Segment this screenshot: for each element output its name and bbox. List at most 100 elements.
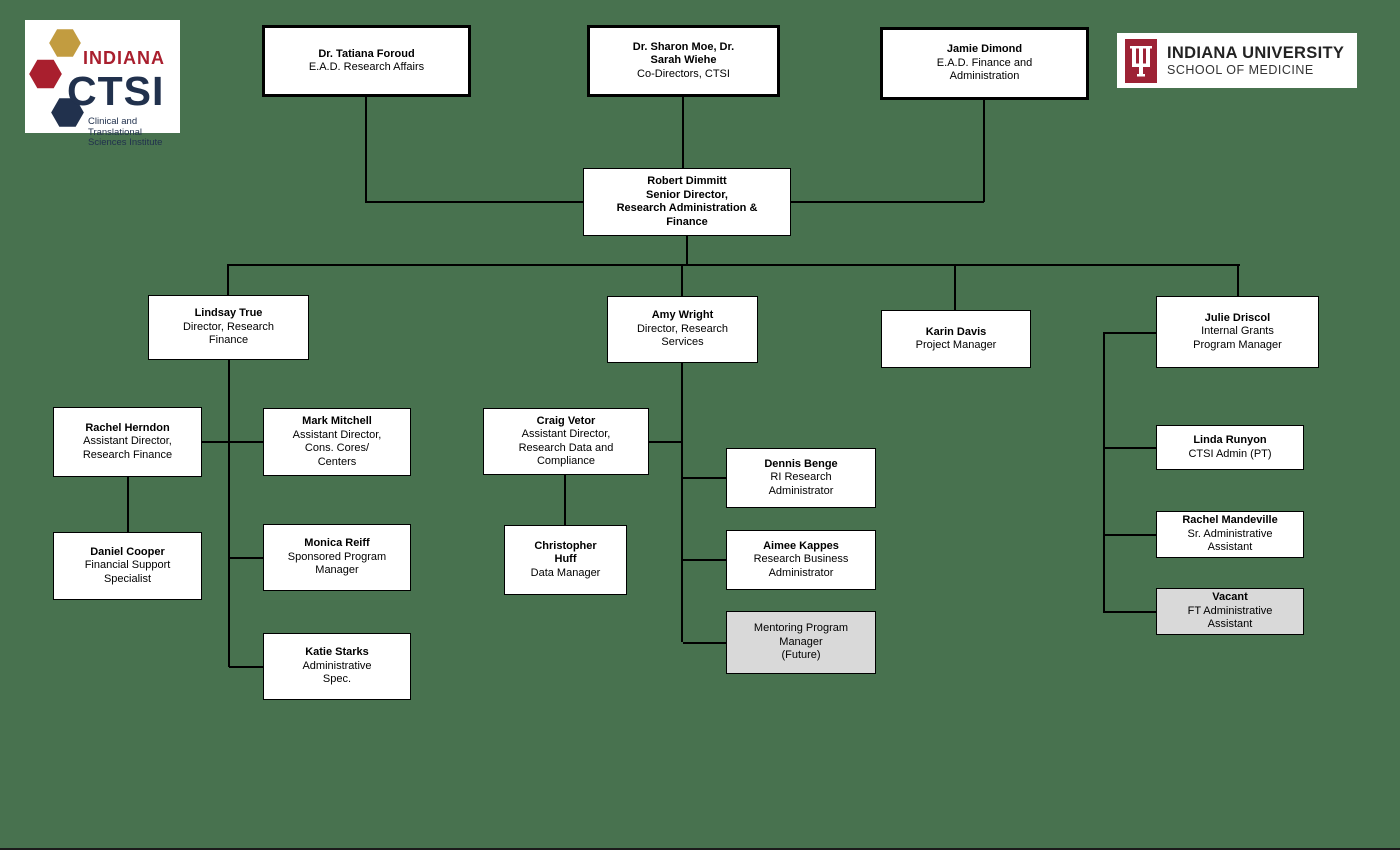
person-name: Linda Runyon	[1193, 434, 1267, 446]
connector-line	[686, 236, 688, 266]
person-name: Lindsay True	[194, 307, 263, 320]
org-node-reiff: Monica Reiff Sponsored Program Manager	[263, 524, 411, 591]
person-title: Project Manager	[915, 339, 997, 351]
person-name: Rachel Herndon	[85, 421, 170, 434]
iu-trident-icon	[1125, 39, 1157, 83]
org-node-mentoring-future: Mentoring Program Manager (Future)	[726, 611, 876, 674]
org-node-true: Lindsay True Director, Research Finance	[148, 295, 309, 360]
connector-line	[983, 100, 985, 202]
connector-line	[127, 477, 129, 532]
connector-line	[791, 201, 984, 203]
connector-line	[683, 642, 726, 644]
person-title: Senior Director, Research Administration…	[616, 188, 758, 228]
person-name: Dr. Tatiana Foroud	[318, 47, 415, 60]
org-node-cooper: Daniel Cooper Financial Support Speciali…	[53, 532, 202, 600]
org-node-dimond: Jamie Dimond E.A.D. Finance and Administ…	[880, 27, 1089, 100]
person-name: Christopher Huff	[534, 539, 597, 566]
connector-line	[229, 666, 263, 668]
connector-line	[229, 557, 263, 559]
connector-line	[1103, 332, 1156, 334]
org-node-mitchell: Mark Mitchell Assistant Director, Cons. …	[263, 408, 411, 476]
person-title: Sponsored Program Manager	[287, 550, 387, 577]
org-node-dimmitt: Robert Dimmitt Senior Director, Research…	[583, 168, 791, 236]
org-node-huff: Christopher Huff Data Manager	[504, 525, 627, 595]
connector-line	[227, 264, 229, 295]
ctsi-hexagons-icon	[26, 27, 87, 129]
org-node-driscol: Julie Driscol Internal Grants Program Ma…	[1156, 296, 1319, 368]
org-node-vetor: Craig Vetor Assistant Director, Research…	[483, 408, 649, 475]
person-title: E.A.D. Research Affairs	[308, 61, 425, 73]
org-node-mandeville: Rachel Mandeville Sr. Administrative Ass…	[1156, 511, 1304, 558]
connector-line	[202, 441, 263, 443]
person-title: Assistant Director, Research Finance	[82, 435, 173, 461]
connector-line	[1237, 264, 1239, 296]
org-node-moe-wiehe: Dr. Sharon Moe, Dr. Sarah Wiehe Co-Direc…	[587, 25, 780, 97]
connector-line	[564, 475, 566, 525]
org-node-foroud: Dr. Tatiana Foroud E.A.D. Research Affai…	[262, 25, 471, 97]
connector-line	[681, 363, 683, 642]
person-title: Assistant Director, Research Data and Co…	[518, 428, 614, 467]
person-name: Dennis Benge	[764, 457, 838, 470]
connector-line	[228, 360, 230, 667]
org-node-davis: Karin Davis Project Manager	[881, 310, 1031, 368]
person-name: Julie Driscol	[1204, 311, 1271, 324]
connector-line	[1103, 447, 1156, 449]
person-title: Financial Support Specialist	[84, 559, 171, 585]
org-node-kappes: Aimee Kappes Research Business Administr…	[726, 530, 876, 590]
person-title: Director, Research Services	[636, 322, 729, 349]
person-title: Assistant Director, Cons. Cores/ Centers	[292, 428, 382, 468]
person-title: Data Manager	[530, 566, 601, 579]
connector-line	[681, 264, 683, 296]
person-name: Karin Davis	[925, 325, 987, 338]
person-title: Internal Grants Program Manager	[1193, 325, 1282, 351]
person-name: Daniel Cooper	[90, 545, 165, 558]
ctsi-logo: INDIANA CTSI Clinical and Translational …	[25, 20, 180, 148]
connector-line	[1103, 332, 1105, 613]
person-name: Robert Dimmitt	[647, 175, 727, 187]
connector-line	[683, 559, 726, 561]
org-node-vacant: Vacant FT Administrative Assistant	[1156, 588, 1304, 635]
person-name: Monica Reiff	[304, 537, 370, 550]
iu-som-name: INDIANA UNIVERSITY	[1167, 44, 1345, 62]
connector-line	[365, 97, 367, 202]
person-title: E.A.D. Finance and Administration	[936, 56, 1033, 83]
person-title: Sr. Administrative Assistant	[1187, 527, 1273, 554]
person-title: RI Research Administrator	[768, 471, 834, 497]
crimson-hexagon-icon	[26, 57, 65, 91]
org-node-starks: Katie Starks Administrative Spec.	[263, 633, 411, 700]
ctsi-brand-main: CTSI	[67, 68, 165, 114]
ctsi-brand-top: INDIANA	[83, 48, 165, 68]
person-title: Mentoring Program Manager (Future)	[753, 622, 849, 662]
person-name: Amy Wright	[651, 309, 714, 322]
connector-line	[228, 264, 1240, 266]
person-title: Co-Directors, CTSI	[637, 67, 730, 80]
connector-line	[365, 201, 583, 203]
connector-line	[649, 441, 682, 443]
person-name: Jamie Dimond	[946, 43, 1023, 56]
iu-som-logo: INDIANA UNIVERSITY SCHOOL OF MEDICINE	[1117, 33, 1357, 88]
connector-line	[1103, 611, 1156, 613]
connector-line	[1103, 534, 1156, 536]
person-name: Aimee Kappes	[763, 539, 839, 552]
iu-som-school: SCHOOL OF MEDICINE	[1167, 63, 1314, 77]
person-name: Craig Vetor	[536, 414, 596, 427]
person-name: Vacant	[1212, 591, 1248, 604]
connector-line	[682, 97, 684, 168]
org-node-benge: Dennis Benge RI Research Administrator	[726, 448, 876, 508]
person-title: Administrative Spec.	[302, 659, 372, 686]
connector-line	[954, 264, 956, 310]
person-title: Research Business Administrator	[753, 553, 849, 579]
org-node-herndon: Rachel Herndon Assistant Director, Resea…	[53, 407, 202, 477]
person-name: Katie Starks	[305, 646, 369, 659]
connector-line	[683, 477, 726, 479]
person-title: Director, Research Finance	[182, 320, 275, 347]
person-title: CTSI Admin (PT)	[1188, 447, 1272, 460]
org-node-wright: Amy Wright Director, Research Services	[607, 296, 758, 363]
person-name: Rachel Mandeville	[1182, 514, 1278, 527]
person-name: Dr. Sharon Moe, Dr. Sarah Wiehe	[632, 40, 735, 67]
ctsi-tagline: Clinical and Translational Sciences Inst…	[88, 116, 163, 148]
gold-hexagon-icon	[46, 27, 84, 59]
org-node-runyon: Linda Runyon CTSI Admin (PT)	[1156, 425, 1304, 470]
person-title: FT Administrative Assistant	[1187, 604, 1273, 631]
